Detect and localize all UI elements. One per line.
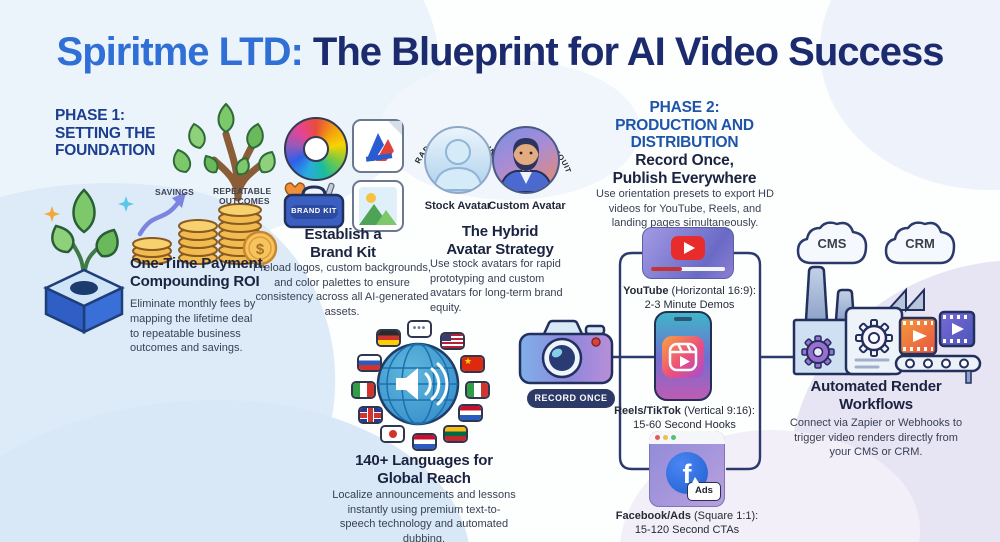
flag-italy-icon (465, 381, 490, 399)
languages-heading-line: Global Reach (377, 469, 471, 487)
reels-label: Reels/TikTok (Vertical 9:16): 15-60 Seco… (587, 404, 782, 433)
browser-dot-yellow (663, 435, 668, 440)
reels-phone-icon (654, 311, 712, 401)
phase2-body: Use orientation presets to export HD vid… (596, 188, 774, 230)
facebook-label-line2: 15-120 Second CTAs (634, 524, 740, 537)
reels-label-detail: (Vertical 9:16): (680, 405, 755, 417)
ads-badge: Ads (687, 477, 721, 501)
outcomes-line: OUTCOMES (219, 196, 270, 206)
youtube-card-icon (642, 227, 734, 279)
workflows-heading: Automated Render Workflows (786, 378, 966, 413)
avatar-body: Use stock avatars for rapid prototyping … (430, 258, 563, 314)
crm-cloud: CRM (880, 219, 960, 269)
brand-kit-heading-line: Brand Kit (310, 243, 376, 261)
chat-dots-glyph: ••• (409, 322, 430, 336)
avatar-heading-line: The Hybrid (461, 223, 539, 240)
workflows-heading-line: Workflows (839, 395, 913, 413)
record-once-badge: RECORD ONCE (527, 389, 615, 408)
image-icon (352, 180, 404, 232)
avatar-heading-line: Avatar Strategy (446, 240, 554, 258)
gear-icon (801, 335, 835, 369)
phase2-heading-line: PHASE 2: (649, 99, 720, 116)
stock-avatar-label: Stock Avatar (424, 200, 492, 212)
record-dot-icon (591, 337, 601, 347)
repeatable-line: REPEATABLE (213, 186, 272, 196)
roi-body: Eliminate monthly fees by mapping the li… (130, 298, 256, 355)
youtube-label-detail: (Horizontal 16:9): (668, 285, 756, 297)
brand-kit-heading-line: Establish a (304, 226, 382, 243)
youtube-play-icon (671, 236, 705, 260)
youtube-progress-bar (651, 267, 725, 271)
phase2-heading-line: DISTRIBUTION (630, 134, 739, 152)
brand-kit-body: Preload logos, custom backgrounds, and c… (253, 262, 431, 318)
record-once-heading-line: Record Once, (635, 152, 734, 169)
tree-coins-icon: $ (132, 102, 278, 266)
workflows-heading-line: Automated Render (810, 378, 942, 395)
camera-icon (518, 319, 614, 385)
flag-germany-icon (376, 329, 401, 347)
reels-icon (662, 336, 704, 378)
sparkle-icon (44, 206, 60, 222)
crm-label: CRM (905, 236, 935, 251)
logo-document-icon (352, 119, 404, 173)
reels-label-name: Reels/TikTok (614, 405, 681, 417)
custom-avatar-icon (492, 126, 560, 194)
languages-heading-line: 140+ Languages for (355, 452, 493, 469)
phase2-heading: PHASE 2: PRODUCTION AND DISTRIBUTION (592, 99, 777, 152)
browser-dot-green (671, 435, 676, 440)
avatar-heading: The Hybrid Avatar Strategy (420, 223, 580, 258)
render-factory-icon (792, 265, 982, 384)
page-title-accent: Spiritme LTD: (56, 30, 304, 74)
flag-japan-icon (380, 425, 405, 443)
flag-uk-icon (358, 406, 383, 424)
stock-avatar-icon (424, 126, 492, 194)
reels-label-line2: 15-60 Second Hooks (633, 419, 736, 432)
page-title: Spiritme LTD: The Blueprint for AI Video… (0, 30, 1000, 75)
page-title-main: The Blueprint for AI Video Success (302, 30, 945, 74)
flag-usa-icon (440, 332, 465, 350)
youtube-label-line2: 2-3 Minute Demos (644, 299, 735, 312)
flag-russia-icon (357, 354, 382, 372)
record-once-heading-line: Publish Everywhere (612, 170, 757, 188)
flag-italy-icon (351, 381, 376, 399)
workflows-body: Connect via Zapier or Webhooks to trigge… (789, 417, 963, 459)
chimney-icon (804, 265, 829, 322)
color-wheel-icon (284, 117, 348, 181)
languages-body: Localize announcements and lessons insta… (332, 489, 516, 542)
savings-label: SAVINGS (155, 187, 195, 197)
facebook-label-detail: (Square 1:1): (690, 510, 759, 522)
cms-label: CMS (817, 236, 847, 251)
flag-lithuania-icon (443, 425, 468, 443)
languages-heading: 140+ Languages for Global Reach (334, 452, 514, 487)
phase2-heading-line: PRODUCTION AND (615, 116, 754, 134)
youtube-label: YouTube (Horizontal 16:9): 2-3 Minute De… (597, 284, 782, 313)
facebook-label-name: Facebook/Ads (615, 510, 691, 522)
flag-china-icon (460, 355, 485, 373)
brand-kit-toolbox-icon: BRAND KIT (281, 181, 347, 231)
facebook-label: Facebook/Ads (Square 1:1): 15-120 Second… (587, 509, 787, 538)
film-frame-icon (898, 316, 938, 356)
browser-dot-red (655, 435, 660, 440)
film-frame-icon (938, 310, 976, 348)
cms-cloud: CMS (792, 219, 872, 269)
record-once-heading: Record Once, Publish Everywhere (592, 152, 777, 189)
custom-avatar-label: Custom Avatar (488, 200, 566, 212)
facebook-card-icon: f Ads (649, 431, 725, 507)
tree-icon (172, 102, 276, 202)
brand-kit-toolbox-label: BRAND KIT (291, 206, 337, 215)
brand-kit-heading: Establish a Brand Kit (268, 226, 418, 261)
globe-speaker-icon (376, 342, 460, 426)
youtube-label-name: YouTube (623, 285, 669, 297)
speaker-icon (396, 362, 449, 406)
flag-netherlands-icon (458, 404, 483, 422)
repeatable-outcomes-label: REPEATABLE OUTCOMES (213, 186, 271, 206)
flag-netherlands-icon (412, 433, 437, 451)
gear-outline-icon (855, 319, 893, 357)
chat-dots-icon: ••• (407, 320, 432, 338)
browser-bar (649, 431, 725, 444)
